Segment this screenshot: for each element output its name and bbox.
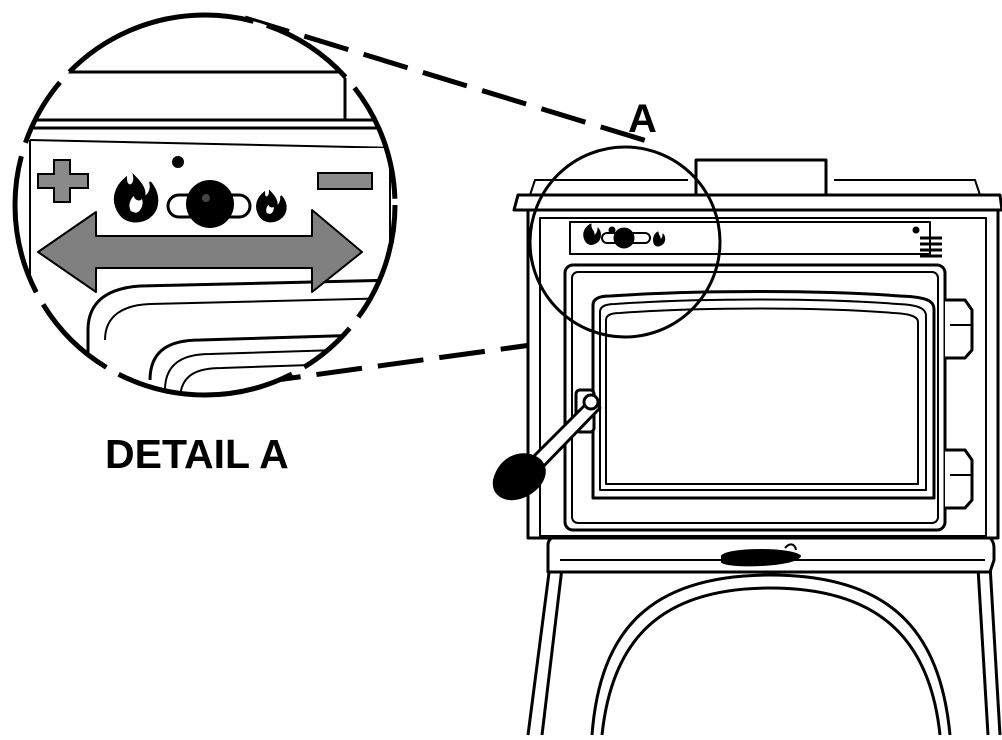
air-control-knob[interactable] — [186, 180, 234, 228]
large-flame-icon — [113, 172, 159, 223]
door-handle[interactable] — [492, 393, 602, 500]
plus-sign-icon — [37, 159, 89, 203]
stove — [492, 158, 1002, 736]
air-control-small[interactable] — [583, 223, 666, 249]
stove-door[interactable] — [563, 263, 974, 532]
callout-circle-a — [528, 145, 722, 339]
double-headed-arrow-icon — [37, 209, 363, 293]
callout-label-a: A — [628, 97, 657, 141]
minus-sign-icon — [317, 172, 373, 190]
detail-title: DETAIL A — [105, 431, 289, 477]
stove-top-plate — [512, 193, 1002, 212]
vent-slots — [920, 236, 942, 258]
small-flame-icon — [256, 189, 287, 223]
ash-pan-handle — [721, 549, 801, 567]
detail-a-view — [12, 12, 398, 398]
stove-pedestal — [526, 564, 1002, 736]
air-control-slider[interactable] — [166, 180, 252, 228]
